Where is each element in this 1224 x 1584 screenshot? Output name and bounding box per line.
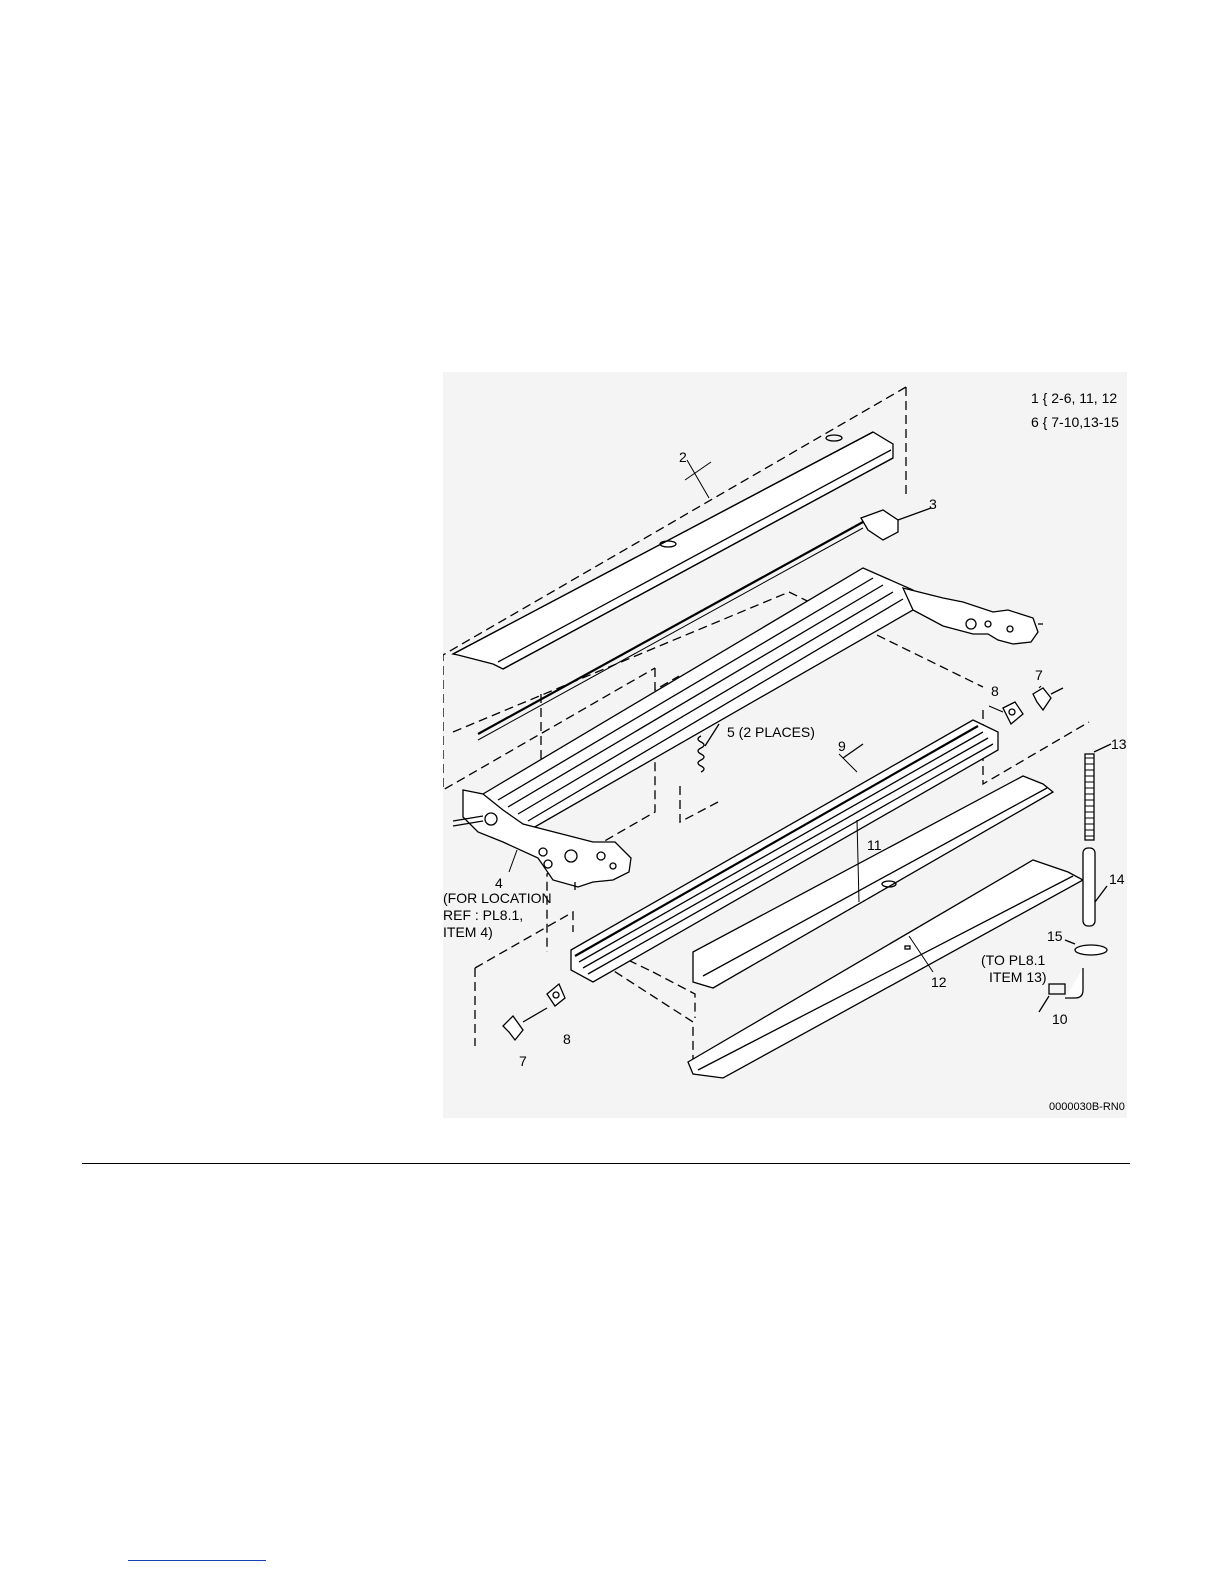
part-8-bearing-right [1003, 702, 1023, 724]
callout-2: 2 [679, 449, 687, 465]
callout-5: 5 (2 PLACES) [727, 724, 815, 740]
bottom-link-underline [128, 1560, 266, 1561]
leader-lines [509, 460, 1041, 972]
part-3-bracket [861, 508, 931, 540]
legend-line-1: 1 { 2-6, 11, 12 [1031, 390, 1117, 406]
part-13-spring [1085, 744, 1111, 840]
callout-3: 3 [929, 496, 937, 512]
callout-4-note-3: ITEM 4) [443, 924, 493, 940]
legend-line-2: 6 { 7-10,13-15 [1031, 414, 1119, 430]
callout-8-left: 8 [563, 1031, 571, 1047]
callout-4-note-1: (FOR LOCATION [443, 890, 552, 906]
part-7-bearing-left [503, 1008, 547, 1040]
callout-10-note-1: (TO PL8.1 [981, 952, 1046, 968]
part-7-bearing-right [1033, 688, 1063, 710]
callout-11: 11 [867, 837, 882, 853]
callout-4: 4 [495, 875, 503, 891]
callout-12: 12 [931, 974, 947, 990]
callout-10-note-2: ITEM 13) [989, 969, 1047, 985]
figure-id: 0000030B-RN0 [1049, 1101, 1125, 1113]
callout-13: 13 [1111, 736, 1127, 752]
diagram-svg: 1 { 2-6, 11, 12 6 { 7-10,13-15 2 3 4 (FO… [443, 372, 1127, 1118]
callout-7-left: 7 [519, 1053, 527, 1069]
callout-4-note-2: REF : PL8.1, [443, 907, 523, 923]
callout-9: 9 [838, 738, 846, 754]
callout-14: 14 [1109, 871, 1125, 887]
part-14-tube [1083, 848, 1107, 926]
callout-7-right: 7 [1035, 667, 1043, 683]
part-8-bearing-left [547, 984, 565, 1006]
callout-15: 15 [1047, 928, 1063, 944]
part-15-clamp [1065, 940, 1107, 955]
footer-divider [82, 1163, 1130, 1164]
exploded-parts-diagram: 1 { 2-6, 11, 12 6 { 7-10,13-15 2 3 4 (FO… [443, 372, 1127, 1118]
callout-10: 10 [1052, 1011, 1068, 1027]
callout-8-right: 8 [991, 683, 999, 699]
